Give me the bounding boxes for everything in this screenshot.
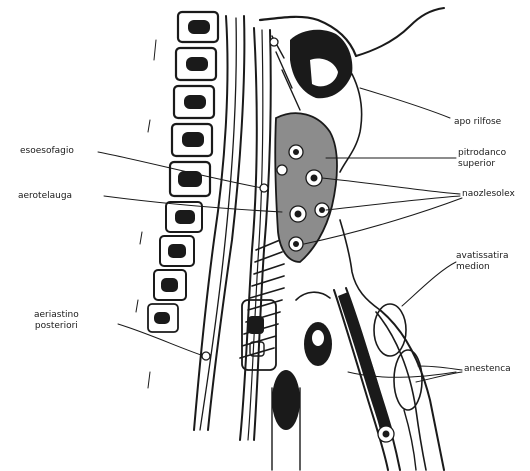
- vertebra-7: [160, 236, 194, 266]
- neck-contour: [340, 8, 444, 470]
- node-cluster: [275, 113, 337, 262]
- vertebra-9: [148, 304, 178, 332]
- vertebra-2: [176, 48, 216, 80]
- vertebra-1: [178, 12, 218, 42]
- label-anterior: anestenca: [464, 364, 511, 375]
- vertebra-6: [166, 202, 202, 232]
- leader-mediastinum: [118, 324, 204, 356]
- label-apex: apo rilfose: [454, 117, 501, 128]
- label-retropharyngeal: aerotelauga: [18, 191, 72, 202]
- vertebra-5: [170, 162, 210, 196]
- leader-middle: [402, 262, 456, 306]
- label-middle: avatissatira medion: [456, 251, 509, 273]
- label-nodes: naozlesolex: [462, 189, 515, 200]
- label-mediastinum: aeriastino posteriori: [34, 310, 79, 332]
- leader-apex: [360, 88, 450, 118]
- pharynx-esophagus: [240, 28, 271, 440]
- vertebra-4: [172, 124, 212, 156]
- label-superior-pharynx: pitrodanco superior: [458, 148, 506, 170]
- vertebral-column: [136, 12, 218, 388]
- skull-base: [260, 17, 356, 110]
- label-esophagus: esoesofagio: [20, 146, 74, 157]
- vertebra-8: [154, 270, 186, 300]
- vertebra-3: [174, 86, 214, 118]
- anterior-structures: [272, 288, 422, 470]
